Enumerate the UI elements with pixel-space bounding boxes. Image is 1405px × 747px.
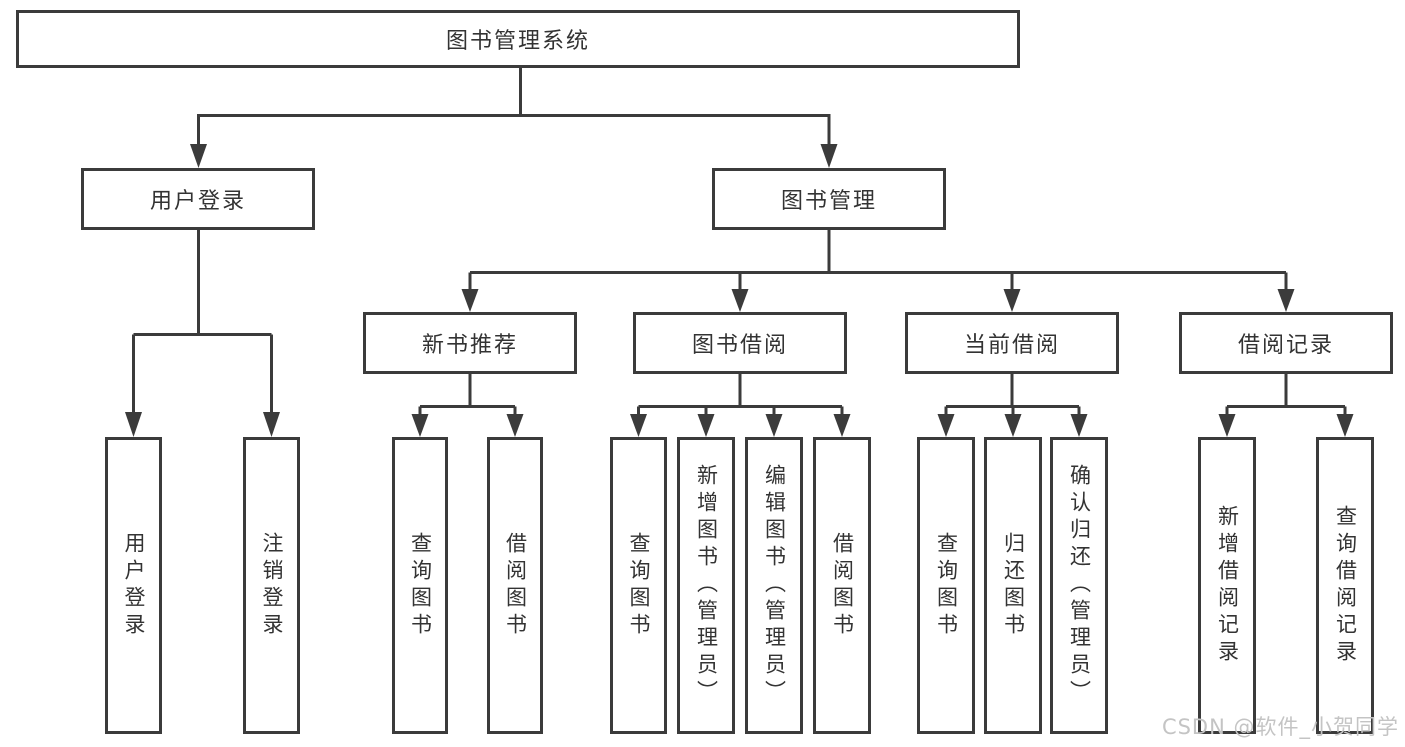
leaf-add-borrow-record: 新增借阅记录	[1198, 437, 1256, 734]
node-label: 图书管理	[780, 189, 877, 214]
leaf-label: 查询图书	[408, 531, 433, 640]
arrow-down-icon	[263, 412, 280, 437]
leaf-label: 归还图书	[1001, 531, 1026, 640]
leaf-return-books: 归还图书	[984, 437, 1042, 734]
leaf-label: 查询图书	[934, 531, 959, 640]
arrow-down-icon	[765, 414, 783, 437]
node-current-borrow: 当前借阅	[905, 312, 1119, 374]
arrow-down-icon	[1336, 414, 1354, 437]
leaf-label: 新增图书（管理员）	[694, 464, 719, 707]
leaf-query-books-newbook: 查询图书	[392, 437, 448, 734]
node-label: 图书管理系统	[445, 29, 590, 54]
node-label: 当前借阅	[963, 333, 1060, 358]
leaf-label: 借阅图书	[503, 531, 528, 640]
arrow-down-icon	[1070, 414, 1088, 437]
leaf-label: 确认归还（管理员）	[1067, 464, 1092, 707]
node-new-book-recommend: 新书推荐	[363, 312, 577, 374]
node-label: 图书借阅	[691, 333, 788, 358]
node-book-borrow: 图书借阅	[633, 312, 847, 374]
node-label: 借阅记录	[1237, 333, 1334, 358]
leaf-query-borrow-record: 查询借阅记录	[1316, 437, 1374, 734]
arrow-down-icon	[190, 144, 207, 168]
arrow-down-icon	[937, 414, 955, 437]
leaf-label: 注销登录	[260, 531, 284, 640]
leaf-logout: 注销登录	[243, 437, 300, 734]
arrow-down-icon	[1003, 289, 1021, 312]
leaf-query-books-borrow: 查询图书	[610, 437, 667, 734]
leaf-label: 查询借阅记录	[1333, 504, 1358, 667]
node-root-system: 图书管理系统	[16, 10, 1020, 68]
arrow-down-icon	[1004, 414, 1022, 437]
node-borrow-record: 借阅记录	[1179, 312, 1393, 374]
leaf-label: 编辑图书（管理员）	[762, 464, 787, 707]
leaf-add-books-admin: 新增图书（管理员）	[677, 437, 735, 734]
node-user-login: 用户登录	[81, 168, 315, 230]
leaf-borrow-books-newbook: 借阅图书	[487, 437, 543, 734]
arrow-down-icon	[731, 289, 749, 312]
leaf-user-login: 用户登录	[105, 437, 162, 734]
csdn-watermark: CSDN @软件_小贺同学	[1161, 715, 1399, 739]
leaf-query-books-current: 查询图书	[917, 437, 975, 734]
arrow-down-icon	[697, 414, 715, 437]
arrow-down-icon	[833, 414, 851, 437]
arrow-down-icon	[461, 289, 479, 312]
arrow-down-icon	[1218, 414, 1236, 437]
leaf-label: 查询图书	[627, 531, 651, 640]
node-label: 新书推荐	[421, 333, 518, 358]
node-book-management: 图书管理	[712, 168, 946, 230]
arrow-down-icon	[125, 412, 142, 437]
arrow-down-icon	[506, 414, 524, 437]
leaf-edit-books-admin: 编辑图书（管理员）	[745, 437, 803, 734]
arrow-down-icon	[1277, 289, 1295, 312]
leaf-label: 用户登录	[122, 531, 146, 640]
leaf-confirm-return-admin: 确认归还（管理员）	[1050, 437, 1108, 734]
node-label: 用户登录	[149, 189, 246, 214]
arrow-down-icon	[411, 414, 429, 437]
leaf-borrow-books: 借阅图书	[813, 437, 871, 734]
leaf-label: 新增借阅记录	[1215, 504, 1240, 667]
leaf-label: 借阅图书	[830, 531, 855, 640]
arrow-down-icon	[630, 414, 647, 437]
arrow-down-icon	[820, 144, 838, 168]
